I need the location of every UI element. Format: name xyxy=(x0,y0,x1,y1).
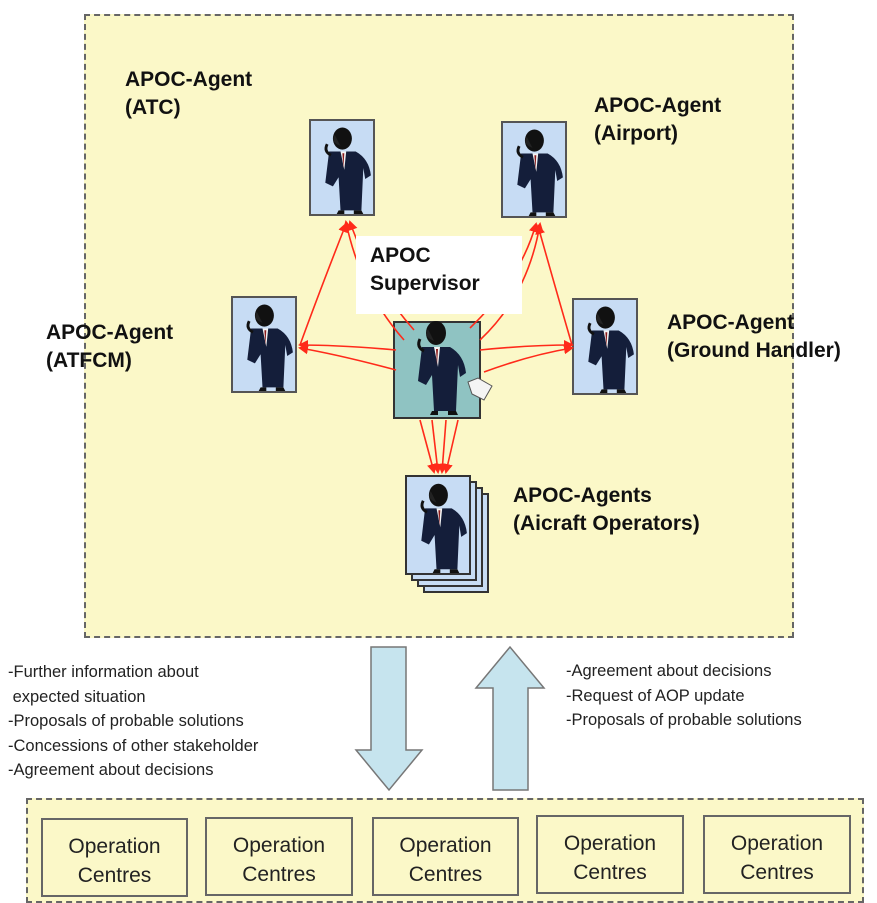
aircraft-operators-agent-label: APOC-Agents (Aicraft Operators) xyxy=(513,484,700,535)
atc-agent-figure xyxy=(309,119,375,216)
ground-handler-agent-label: APOC-Agent (Ground Handler) xyxy=(667,311,841,362)
downward-notes: -Further information about expected situ… xyxy=(8,663,259,779)
atfcm-agent-figure xyxy=(231,296,297,393)
ground-handler-agent-figure xyxy=(572,298,638,395)
aircraft-operators-agent-figures xyxy=(405,475,489,593)
operation-centre-3: Operation Centres xyxy=(372,817,519,896)
operation-centre-2: Operation Centres xyxy=(205,817,353,896)
upward-arrow xyxy=(474,645,546,791)
downward-arrow xyxy=(354,646,424,792)
airport-agent-figure xyxy=(501,121,567,218)
operation-centre-5: Operation Centres xyxy=(703,815,851,894)
airport-agent-label: APOC-Agent (Airport) xyxy=(594,94,722,145)
atfcm-agent-label: APOC-Agent (ATFCM) xyxy=(46,321,174,372)
atc-agent-label: APOC-Agent (ATC) xyxy=(125,68,253,119)
upward-notes: -Agreement about decisions -Request of A… xyxy=(566,662,802,729)
supervisor-label: APOC Supervisor xyxy=(356,236,522,314)
operation-centre-4: Operation Centres xyxy=(536,815,684,894)
supervisor-figure xyxy=(393,319,493,419)
operation-centre-1: Operation Centres xyxy=(41,818,188,897)
